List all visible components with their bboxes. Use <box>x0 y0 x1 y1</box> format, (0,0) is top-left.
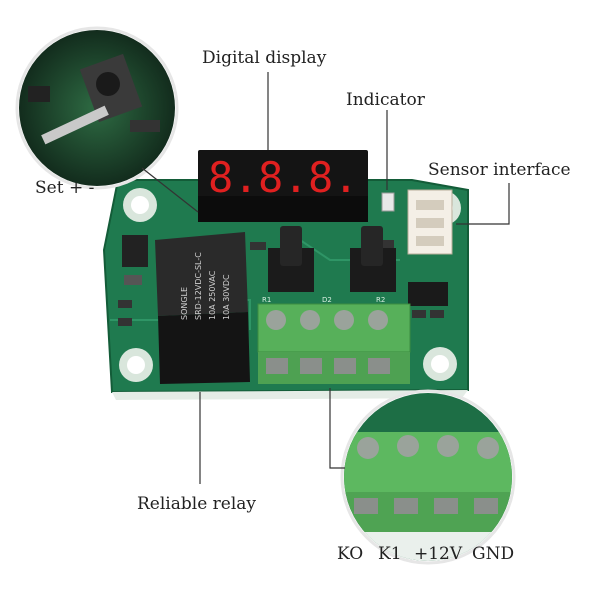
relay-text-1: SONGLE <box>180 287 189 320</box>
indicator-led <box>381 192 395 212</box>
label-digital-display: Digital display <box>202 48 327 68</box>
zoom-circle-buttons <box>15 26 179 190</box>
relay-text-3: 10A 250VAC <box>208 270 217 320</box>
terminal-label-k1: K1 <box>378 544 402 564</box>
callout-sensor-line <box>456 183 510 225</box>
terminal-label-gnd: GND <box>472 544 515 564</box>
relay: SONGLE SRD-12VDC-SL-C 10A 250VAC 10A 30V… <box>155 232 250 384</box>
label-sensor-interface: Sensor interface <box>428 160 571 180</box>
label-reliable-relay: Reliable relay <box>137 494 257 514</box>
sensor-connector <box>407 189 453 255</box>
led-display: 8. 8. 8. <box>198 150 368 222</box>
set-buttons <box>268 226 396 292</box>
pcb-mark-r2: R2 <box>376 296 385 304</box>
svg-text:8.: 8. <box>208 153 259 202</box>
pcb-mark-d2: D2 <box>322 296 332 304</box>
svg-text:8.: 8. <box>308 153 359 202</box>
zoom-circle-terminals <box>340 389 516 565</box>
relay-text-4: 10A 30VDC <box>222 274 231 320</box>
callout-set-line <box>141 167 199 213</box>
terminal-label-ko: KO <box>337 544 364 564</box>
label-set-buttons: Set + - <box>35 178 95 198</box>
display-digits: 8. 8. 8. <box>208 153 359 202</box>
relay-text-2: SRD-12VDC-SL-C <box>194 252 203 320</box>
pcb-mark-r1: R1 <box>262 296 271 304</box>
callout-terminals-line <box>329 388 345 469</box>
terminal-label-12v: +12V <box>414 544 463 564</box>
terminal-block: R1 D2 R2 <box>257 296 411 384</box>
label-indicator: Indicator <box>346 90 425 110</box>
svg-text:8.: 8. <box>258 153 309 202</box>
